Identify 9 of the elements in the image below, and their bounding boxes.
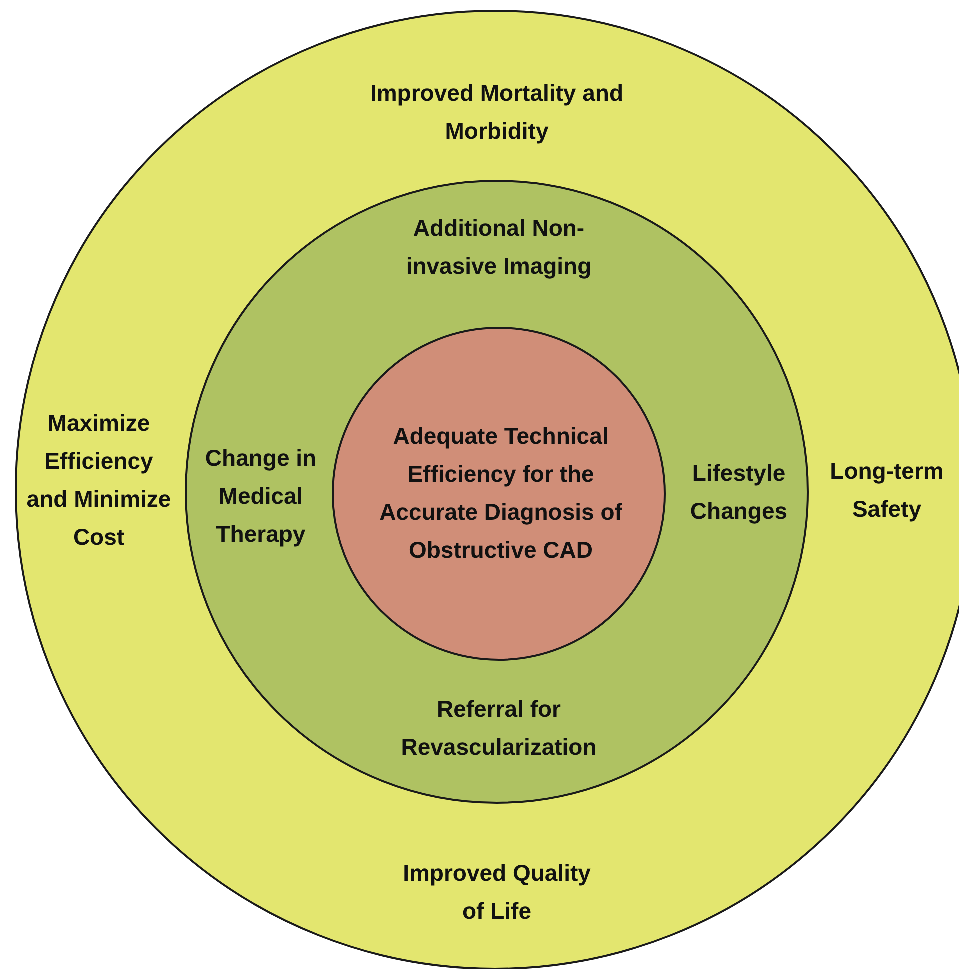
ring-label: Long-term Safety bbox=[829, 457, 945, 524]
ring-label: Referral for Revascularization bbox=[400, 695, 598, 762]
ring-label: Maximize Efficiency and Minimize Cost bbox=[26, 409, 172, 552]
ring-label: Improved Quality of Life bbox=[402, 859, 592, 926]
ring-label: Improved Mortality and Morbidity bbox=[369, 79, 625, 146]
ring-label: Additional Non-invasive Imaging bbox=[405, 214, 593, 281]
ring-label: Lifestyle Changes bbox=[689, 459, 789, 526]
ring-label: Adequate Technical Efficiency for the Accurate Diagnosis of Obstructive CAD bbox=[378, 422, 624, 565]
ring-label: Change in Medical Therapy bbox=[204, 444, 318, 549]
